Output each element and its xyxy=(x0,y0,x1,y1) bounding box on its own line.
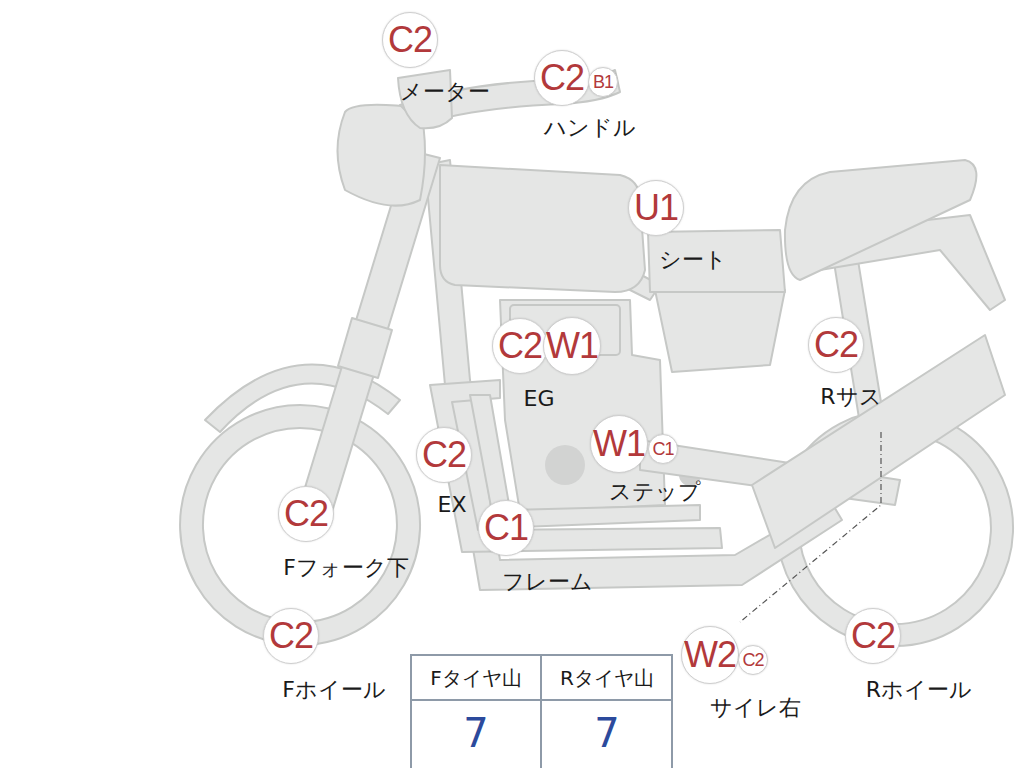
leader-line xyxy=(740,432,881,622)
callout-code: C1 xyxy=(484,510,528,546)
callout-circle: W1 xyxy=(543,317,601,375)
part-label: Rホイール xyxy=(866,678,972,702)
part-label: Fフォーク下 xyxy=(283,556,409,580)
callout-circle: C1 xyxy=(478,500,534,556)
callout-code: C2 xyxy=(814,327,858,363)
callout-circle: C2 xyxy=(382,12,438,68)
callout-code: C2 xyxy=(388,22,432,58)
callout-circle: C2 xyxy=(534,50,590,106)
callout-circle: C2 xyxy=(492,318,548,374)
part-label: サイレ右 xyxy=(710,696,801,720)
part-label: EX xyxy=(438,493,467,517)
callout-circle: C2 xyxy=(263,608,319,664)
table-cell: 7 xyxy=(463,711,488,755)
callout-code: C2 xyxy=(269,618,313,654)
part-label: Fホイール xyxy=(282,678,386,702)
tire-table xyxy=(411,655,672,768)
callout-circle: B1 xyxy=(588,67,618,97)
callout-code: W1 xyxy=(546,328,598,364)
part-label: ハンドル xyxy=(544,116,636,140)
callout-circle: U1 xyxy=(628,180,684,236)
part-label: フレーム xyxy=(502,570,593,594)
callout-code: W1 xyxy=(593,426,645,462)
callout-circle: C2 xyxy=(278,486,334,542)
table-cell: Fタイヤ山 xyxy=(430,667,522,689)
callout-circle: C2 xyxy=(416,427,472,483)
callout-code: C2 xyxy=(851,618,895,654)
callout-circle: W1 xyxy=(590,415,648,473)
part-label: シート xyxy=(659,248,727,272)
table-cell: 7 xyxy=(594,711,619,755)
callout-circle: C2 xyxy=(738,645,768,675)
callout-circle: C1 xyxy=(648,434,678,464)
part-label: メーター xyxy=(400,80,490,104)
callout-code: C2 xyxy=(540,60,584,96)
callout-code: C2 xyxy=(284,496,328,532)
table-cell: Rタイヤ山 xyxy=(560,667,654,689)
callout-code: W2 xyxy=(684,637,736,673)
part-label: ステップ xyxy=(609,480,701,504)
callout-code: C2 xyxy=(498,328,542,364)
part-label: EG xyxy=(524,387,555,411)
callout-code: C2 xyxy=(422,437,466,473)
callout-circle: W2 xyxy=(681,626,739,684)
part-label: Rサス xyxy=(820,385,881,409)
callout-circle: C2 xyxy=(808,317,864,373)
callout-code: U1 xyxy=(634,190,678,226)
callout-code: C2 xyxy=(742,651,763,669)
callout-circle: C2 xyxy=(845,608,901,664)
callout-code: C1 xyxy=(652,440,673,458)
callout-code: B1 xyxy=(593,73,613,91)
